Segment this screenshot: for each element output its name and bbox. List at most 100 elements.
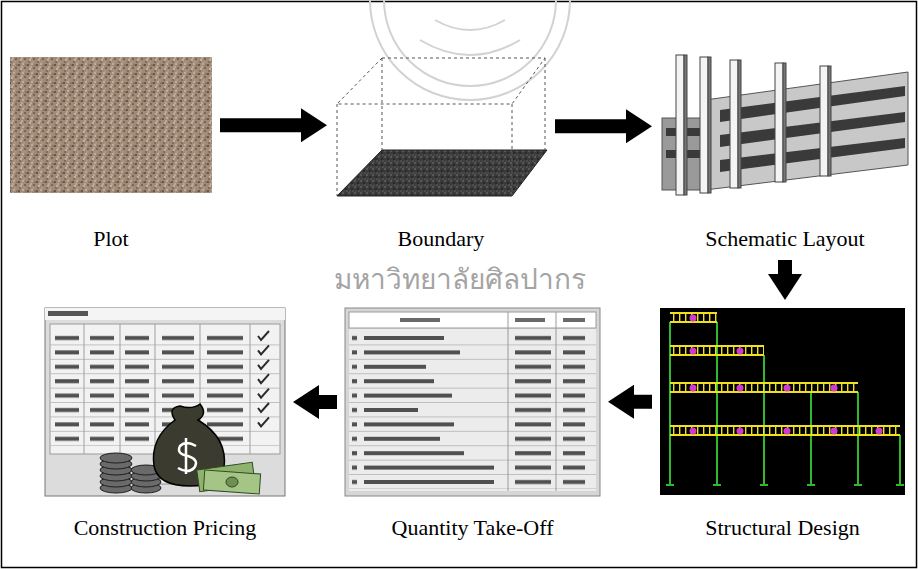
structural-frame-illustration: [670, 383, 858, 391]
quantity-table-illustration: [563, 318, 585, 322]
building-illustration: [684, 55, 687, 195]
structural-frame-illustration: [670, 322, 900, 485]
building-illustration: [730, 60, 738, 188]
structural-frame-illustration: [670, 313, 717, 322]
structural-frame-illustration: [831, 428, 838, 435]
pricing-table-illustration: [197, 462, 261, 494]
quantity-table-illustration: [349, 331, 596, 489]
pricing-table-illustration: [258, 345, 269, 354]
process-box: Construction Pricing: [45, 308, 285, 541]
pricing-table-illustration: [48, 311, 88, 316]
process-box: Boundary: [335, 55, 547, 252]
pricing-table-illustration: [203, 470, 260, 494]
flow-arrow: [778, 260, 792, 274]
quantity-table-illustration: [364, 336, 444, 340]
boundary-illustration: [337, 58, 545, 104]
quantity-table-illustration: [364, 480, 494, 484]
pricing-table-illustration: [258, 389, 269, 398]
structural-frame-illustration: [670, 313, 900, 434]
structural-frame-illustration: [670, 346, 764, 355]
quantity-table-illustration: [364, 379, 434, 383]
structural-frame-illustration: [737, 385, 744, 392]
seal-watermark: [384, 0, 556, 86]
structural-frame-illustration: [876, 428, 883, 435]
node-caption: Plot: [10, 226, 212, 252]
quantity-table-illustration: [364, 408, 418, 412]
structural-frame-illustration: [670, 313, 900, 435]
pricing-table-illustration: [100, 453, 132, 463]
quantity-table-illustration: [345, 308, 600, 496]
process-box: Structural Design: [660, 308, 905, 541]
plot-illustration: [10, 57, 212, 193]
quantity-table-illustration: [349, 312, 596, 328]
structural-frame-illustration: [690, 315, 883, 435]
pricing-table-illustration: [45, 308, 285, 496]
building-illustration: [676, 55, 831, 195]
quantity-table-illustration: [508, 312, 556, 491]
structural-frame-illustration: [660, 308, 905, 495]
structural-frame-illustration: [690, 315, 697, 322]
pricing-table-illustration: [90, 331, 114, 446]
quantity-table-illustration: [364, 437, 440, 441]
pricing-table-illustration: [45, 308, 285, 320]
watermark: มหาวิทยาลัยศิลปากร: [270, 262, 650, 298]
seal-watermark: [370, 0, 570, 100]
quantity-table-illustration: [364, 365, 426, 369]
pricing-table-illustration: [258, 331, 269, 340]
structural-frame-illustration: [737, 428, 744, 435]
structural-frame-illustration: [831, 385, 838, 392]
structural-frame-illustration: [690, 428, 697, 435]
boundary-illustration: [337, 58, 545, 196]
seal-watermark: [420, 20, 520, 55]
node-caption: Boundary: [335, 226, 547, 252]
structural-frame-illustration: [666, 484, 904, 486]
quantity-table-illustration: [345, 308, 600, 496]
structural-frame-illustration: [670, 426, 900, 434]
pricing-table-illustration: [226, 477, 238, 487]
structural-frame-illustration: [737, 348, 744, 355]
node-caption: Structural Design: [660, 515, 905, 541]
structural-frame-illustration: [690, 385, 697, 392]
process-box: Schematic Layout: [660, 52, 910, 252]
pricing-table-illustration: [45, 308, 285, 496]
structural-frame-illustration: [670, 313, 717, 321]
pricing-table-illustration: [55, 331, 79, 446]
quantity-table-illustration: [364, 451, 464, 455]
pricing-table-illustration: [258, 360, 269, 369]
boundary-illustration: [337, 150, 547, 196]
pricing-table-illustration: [207, 331, 243, 446]
quantity-table-illustration: [352, 331, 357, 489]
building-illustration: [708, 57, 711, 193]
process-box: Quantity Take-Off: [345, 308, 600, 541]
pricing-table-illustration: [100, 453, 161, 493]
building-illustration: [820, 66, 828, 176]
building-illustration: [775, 63, 783, 182]
structural-frame-illustration: [660, 308, 905, 495]
pricing-table-illustration: [258, 374, 269, 383]
quantity-table-illustration: [349, 329, 596, 491]
structural-frame-illustration: [666, 322, 904, 485]
pricing-table-illustration: [258, 403, 269, 412]
building-illustration: [828, 66, 831, 176]
pricing-table-illustration: [125, 331, 149, 446]
process-box: Plot: [10, 57, 212, 252]
quantity-table-illustration: [364, 466, 494, 470]
boundary-illustration: [337, 58, 547, 196]
quantity-table-illustration: [400, 318, 440, 322]
pricing-table-illustration: [258, 331, 269, 426]
quantity-table-illustration: [515, 331, 551, 489]
node-caption: Construction Pricing: [45, 515, 285, 541]
node-caption: Quantity Take-Off: [345, 515, 600, 541]
quantity-table-illustration: [515, 318, 545, 322]
quantity-table-illustration: [364, 350, 460, 354]
building-illustration: [720, 138, 905, 172]
quantity-table-illustration: [364, 336, 494, 484]
label-holder: มหาวิทยาลัยศิลปากร: [270, 262, 650, 298]
quantity-table-illustration: [364, 394, 452, 398]
building-illustration: [700, 57, 708, 193]
flow-arrow: [319, 395, 337, 409]
building-illustration: [662, 55, 908, 195]
node-caption: Schematic Layout: [660, 226, 910, 252]
